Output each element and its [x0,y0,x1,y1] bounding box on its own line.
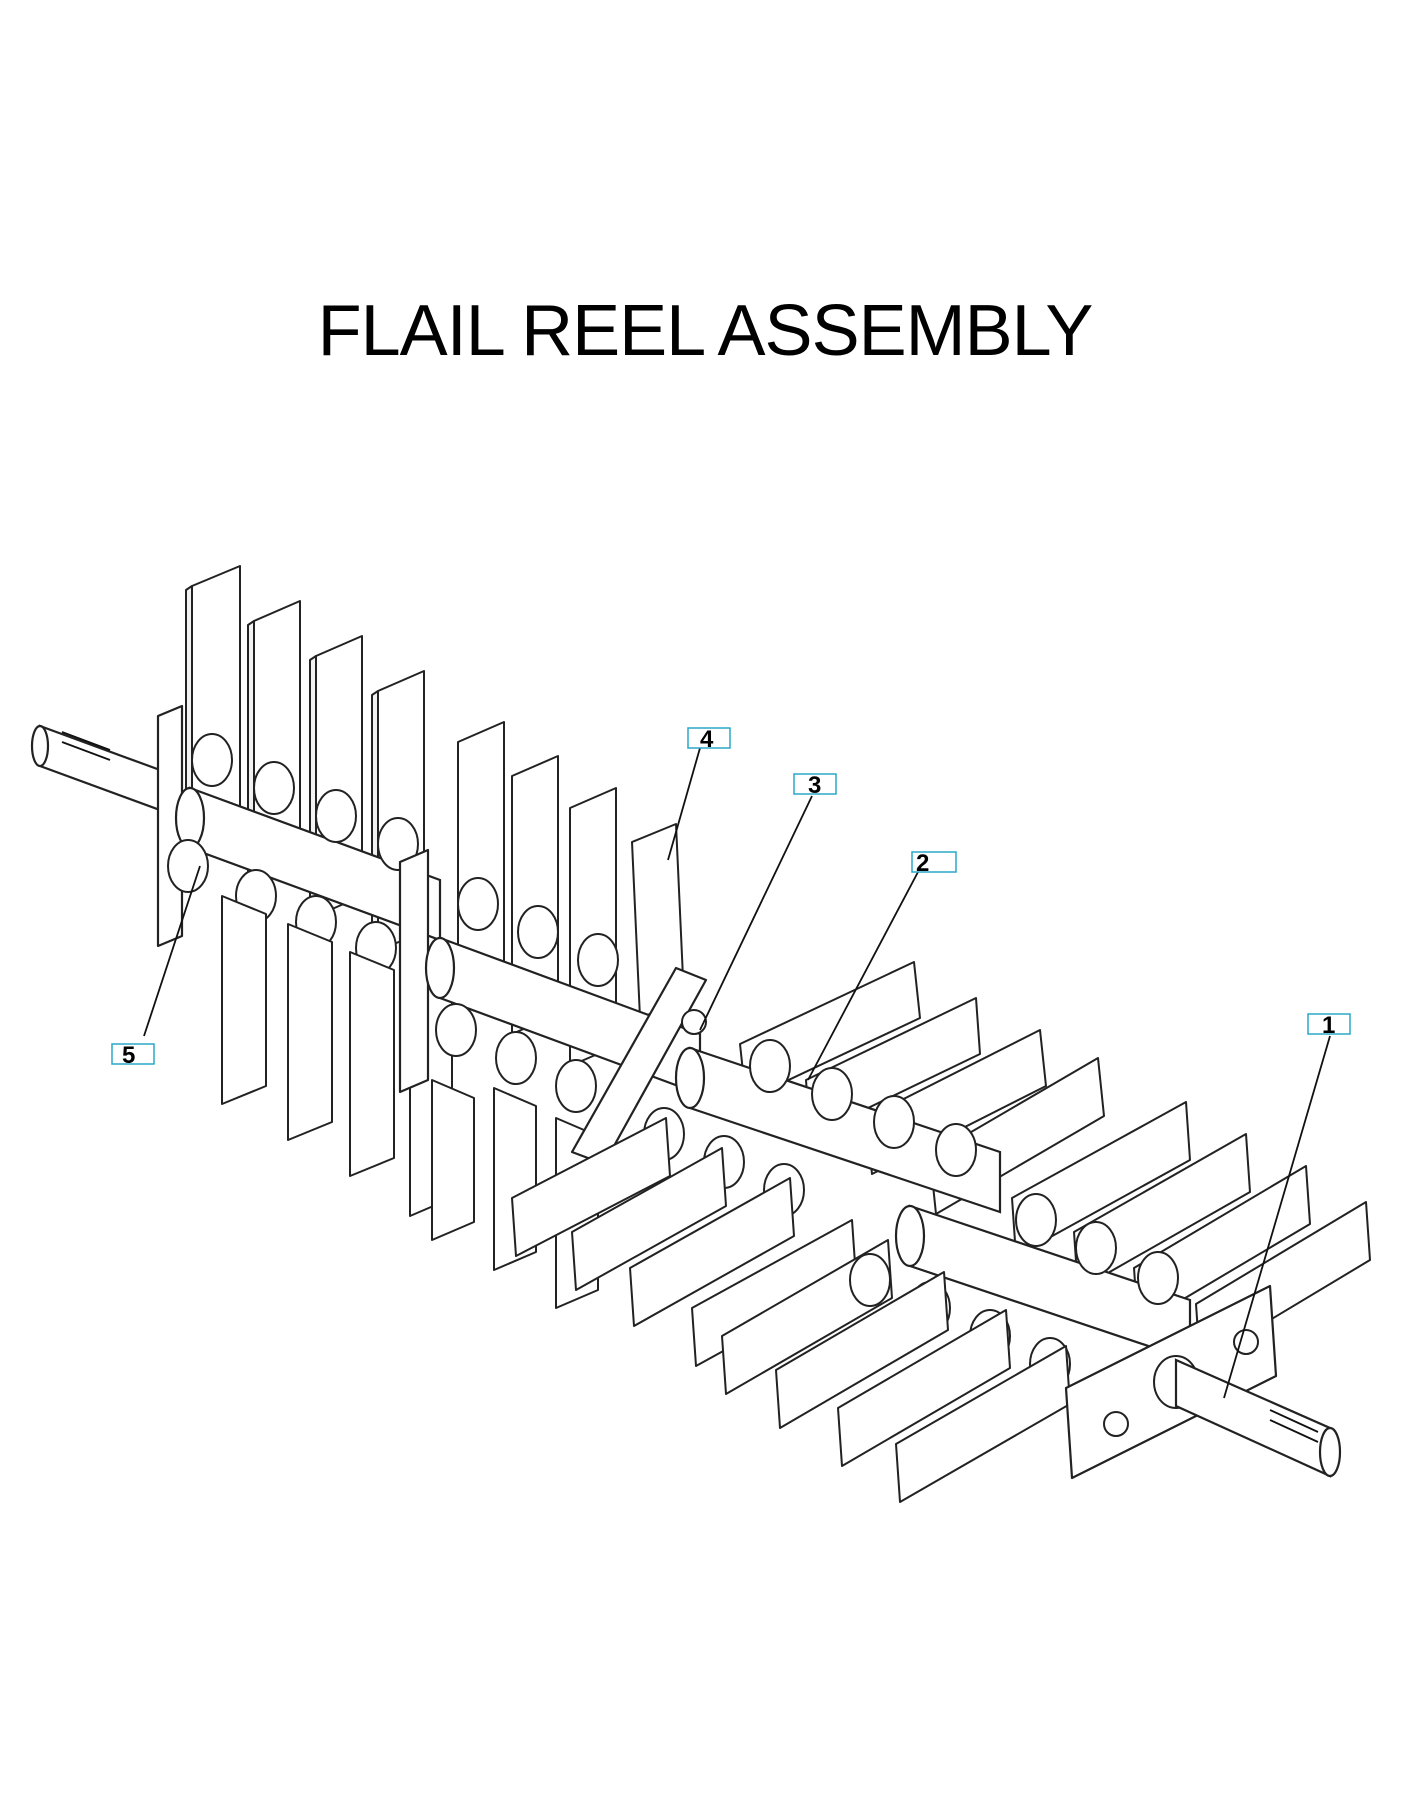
page-title: FLAIL REEL ASSEMBLY [317,291,1094,371]
right-plate-bolt-2 [1233,1329,1259,1355]
callout-2: 2 [807,850,957,1081]
svg-text:2: 2 [916,850,929,877]
svg-text:1: 1 [1322,1012,1335,1039]
svg-text:5: 5 [122,1042,135,1069]
left-spacers [167,733,419,975]
right-drive-shaft [1174,1358,1342,1478]
right-plate-bolt-1 [1103,1411,1129,1437]
callout-3: 3 [699,772,837,1031]
callout-4: 4 [667,726,731,861]
center-left-spacers [435,877,619,1113]
right-lower-blades [775,1271,1071,1503]
center-plate-bolt [681,1009,707,1035]
callout-1: 1 [1223,1012,1351,1399]
left-drive-shaft [30,724,162,812]
svg-text:3: 3 [808,772,821,799]
callout-5: 5 [111,865,201,1069]
center-left-end-plate [398,848,430,1094]
svg-text:4: 4 [700,726,714,753]
